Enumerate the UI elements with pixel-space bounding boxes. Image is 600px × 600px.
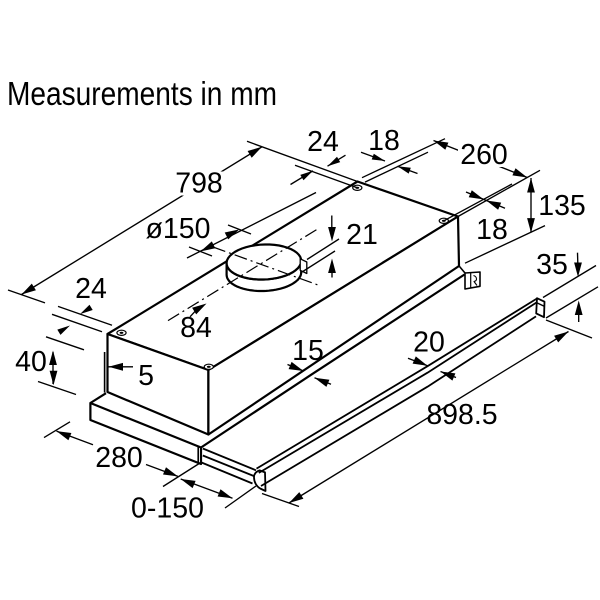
svg-text:84: 84 — [180, 312, 212, 344]
svg-text:ø150: ø150 — [146, 213, 211, 245]
svg-text:15: 15 — [292, 335, 324, 367]
svg-text:20: 20 — [413, 327, 445, 359]
svg-text:21: 21 — [346, 219, 378, 251]
svg-text:798: 798 — [175, 168, 223, 200]
svg-text:18: 18 — [476, 214, 508, 246]
svg-text:280: 280 — [95, 442, 143, 474]
svg-text:18: 18 — [368, 125, 400, 157]
svg-text:5: 5 — [138, 360, 154, 392]
svg-text:260: 260 — [460, 139, 508, 171]
svg-text:0-150: 0-150 — [131, 493, 204, 525]
svg-text:Measurements in mm: Measurements in mm — [7, 75, 277, 112]
svg-text:135: 135 — [538, 190, 586, 222]
svg-text:24: 24 — [75, 273, 107, 305]
svg-text:35: 35 — [536, 249, 568, 281]
svg-text:40: 40 — [15, 346, 47, 378]
svg-text:24: 24 — [307, 126, 339, 158]
svg-text:898.5: 898.5 — [426, 399, 497, 431]
